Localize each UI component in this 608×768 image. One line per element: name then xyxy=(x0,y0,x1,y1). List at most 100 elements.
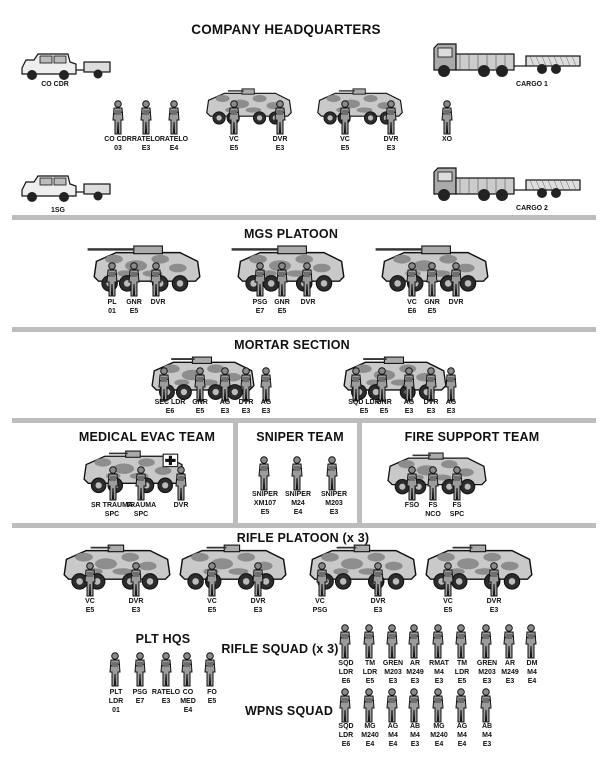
soldier-icon xyxy=(350,367,362,402)
cargo-truck-with-trailer-icon xyxy=(433,43,581,77)
soldier-icon xyxy=(228,100,240,135)
rifle-squad-label: AR M249 E3 xyxy=(406,660,424,685)
soldier-icon xyxy=(252,562,264,597)
soldier-icon xyxy=(206,562,218,597)
soldier-icon xyxy=(175,466,187,501)
soldier-icon xyxy=(445,367,457,402)
soldier-icon xyxy=(130,562,142,597)
mgs-platoon-label: DVR xyxy=(150,299,166,306)
medical-evac-label: TRAUMA SPC xyxy=(125,502,157,518)
wpns-squad-label: SQD LDR E6 xyxy=(338,723,354,748)
rifle-squad-label: TM LDR E5 xyxy=(454,660,470,685)
mgs-platoon-label: DVR xyxy=(300,299,316,306)
soldier-icon xyxy=(408,688,420,723)
plt-hqs-title: PLT HQS xyxy=(135,632,191,646)
wpns-squad-label: AB M4 E3 xyxy=(481,723,493,748)
soldier-icon xyxy=(219,367,231,402)
soldier-icon xyxy=(525,624,537,659)
sniper-team-label: SNIPER XM107 E5 xyxy=(251,491,279,516)
soldier-icon xyxy=(204,652,216,687)
soldier-icon xyxy=(432,624,444,659)
company-hq-label: DVR E3 xyxy=(272,136,288,152)
company-hq-label: DVR E3 xyxy=(383,136,399,152)
soldier-icon xyxy=(372,562,384,597)
fire-support-label: FS NCO xyxy=(425,502,441,518)
plt-hqs-label: PSG E7 xyxy=(132,689,148,705)
plt-hqs-label: CO MED E4 xyxy=(180,689,196,714)
soldier-icon xyxy=(432,688,444,723)
soldier-icon xyxy=(480,688,492,723)
medical-evac-title: MEDICAL EVAC TEAM xyxy=(78,430,216,444)
company-hq-title: COMPANY HEADQUARTERS xyxy=(191,22,381,37)
soldier-icon xyxy=(480,624,492,659)
rifle-squad-label: GREN M203 E3 xyxy=(476,660,498,685)
soldier-icon xyxy=(425,367,437,402)
soldier-icon xyxy=(339,624,351,659)
rifle-platoon-title: RIFLE PLATOON (x 3) xyxy=(236,531,370,545)
soldier-icon xyxy=(107,466,119,501)
soldier-icon xyxy=(386,624,398,659)
mgs-platoon-label: DVR xyxy=(448,299,464,306)
company-hq-label: XO xyxy=(441,136,453,143)
soldier-icon xyxy=(254,262,266,297)
soldier-icon xyxy=(450,262,462,297)
mgs-platoon-label: GNR E5 xyxy=(274,299,290,315)
soldier-icon xyxy=(316,562,328,597)
rifle-platoon-label: VC E5 xyxy=(443,598,453,614)
wpns-squad-label: AB M4 E3 xyxy=(409,723,421,748)
rifle-platoon-label: VC PSG xyxy=(312,598,328,614)
fire-support-label: FSO xyxy=(404,502,420,509)
soldier-icon xyxy=(112,100,124,135)
soldier-icon xyxy=(406,466,418,501)
rifle-platoon-label: DVR E3 xyxy=(128,598,144,614)
soldier-icon xyxy=(426,262,438,297)
plt-hqs-label: FO E5 xyxy=(207,689,217,705)
company-hq-label: CARGO 2 xyxy=(516,205,548,212)
soldier-icon xyxy=(181,652,193,687)
company-hq-label: VC E5 xyxy=(229,136,239,152)
wpns-squad-label: AG M4 E4 xyxy=(387,723,399,748)
fire-support-label: FS SPC xyxy=(449,502,465,518)
stryker-icon xyxy=(83,450,185,494)
soldier-icon xyxy=(408,624,420,659)
soldier-icon xyxy=(363,688,375,723)
separator-sniper-fire xyxy=(357,418,362,526)
soldier-icon xyxy=(240,367,252,402)
soldier-icon xyxy=(150,262,162,297)
mortar-section-label: AG E3 xyxy=(445,399,457,415)
separator-hq-mgs xyxy=(12,215,596,220)
mortar-section-label: AG E3 xyxy=(403,399,415,415)
separator-mortar-teams xyxy=(12,418,596,423)
medical-evac-label: SR TRAUMA SPC xyxy=(91,502,133,518)
separator-medical-sniper xyxy=(233,418,238,526)
company-hq-label: CARGO 1 xyxy=(516,81,548,88)
soldier-icon xyxy=(386,688,398,723)
soldier-icon xyxy=(84,562,96,597)
soldier-icon xyxy=(455,624,467,659)
stryker-icon xyxy=(309,544,417,590)
rifle-squad-label: RMAT M4 E3 xyxy=(429,660,449,685)
humvee-with-trailer-icon xyxy=(21,53,111,80)
rifle-platoon-label: DVR E3 xyxy=(486,598,502,614)
soldier-icon xyxy=(403,367,415,402)
mortar-section-label: AG E3 xyxy=(219,399,231,415)
plt-hqs-label: PLT LDR 01 xyxy=(108,689,124,714)
company-hq-label: CO CDR 03 xyxy=(104,136,132,152)
soldier-icon xyxy=(134,652,146,687)
mortar-section-label: SQD LDR E5 xyxy=(348,399,380,415)
rifle-squad-label: TM LDR E5 xyxy=(362,660,378,685)
sniper-team-title: SNIPER TEAM xyxy=(256,430,344,444)
soldier-icon xyxy=(441,100,453,135)
rifle-squad-label: GREN M203 E3 xyxy=(382,660,404,685)
wpns-squad-label: AG M4 E4 xyxy=(456,723,468,748)
mortar-section-label: GNR E5 xyxy=(376,399,392,415)
soldier-icon xyxy=(158,367,170,402)
mortar-section-title: MORTAR SECTION xyxy=(234,338,350,352)
company-hq-label: VC E5 xyxy=(340,136,350,152)
soldier-icon xyxy=(427,466,439,501)
separator-teams-rifle xyxy=(12,523,596,528)
mgs-platoon-label: VC E6 xyxy=(407,299,417,315)
sniper-team-label: SNIPER M203 E3 xyxy=(320,491,348,516)
stryker-icon xyxy=(179,544,287,590)
mortar-section-label: DVR E3 xyxy=(423,399,439,415)
